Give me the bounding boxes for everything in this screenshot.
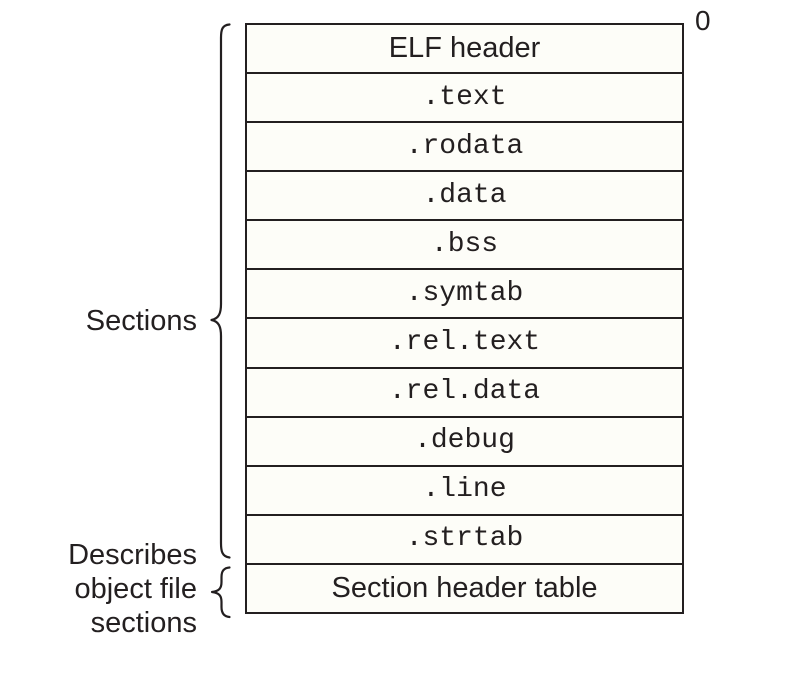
table-row-elf-header: ELF header xyxy=(247,25,682,75)
table-row-line: .line xyxy=(247,467,682,516)
table-row-rodata: .rodata xyxy=(247,123,682,173)
table-row-text: .text xyxy=(247,74,682,124)
elf-layout-table: ELF header .text .rodata .data .bss .sym… xyxy=(245,23,684,614)
table-row-rel-data: .rel.data xyxy=(247,369,682,418)
table-row-section-header-table: Section header table xyxy=(331,571,598,604)
describes-brace-icon xyxy=(210,566,231,619)
table-row-strtab: .strtab xyxy=(247,516,682,565)
table-row-debug: .debug xyxy=(247,418,682,467)
offset-zero-label: 0 xyxy=(695,5,711,36)
sections-label: Sections xyxy=(85,305,197,337)
describes-label-line: sections xyxy=(90,607,197,639)
table-row-rel-text: .rel.text xyxy=(247,319,682,369)
describes-label-line: object file xyxy=(74,573,197,605)
table-row-data: .data xyxy=(247,172,682,222)
sections-brace-icon xyxy=(210,23,231,559)
describes-label: Describes object file sections xyxy=(0,538,197,640)
table-row-symtab: .symtab xyxy=(247,270,682,320)
describes-label-line: Describes xyxy=(68,539,197,571)
table-row-bss: .bss xyxy=(247,221,682,271)
